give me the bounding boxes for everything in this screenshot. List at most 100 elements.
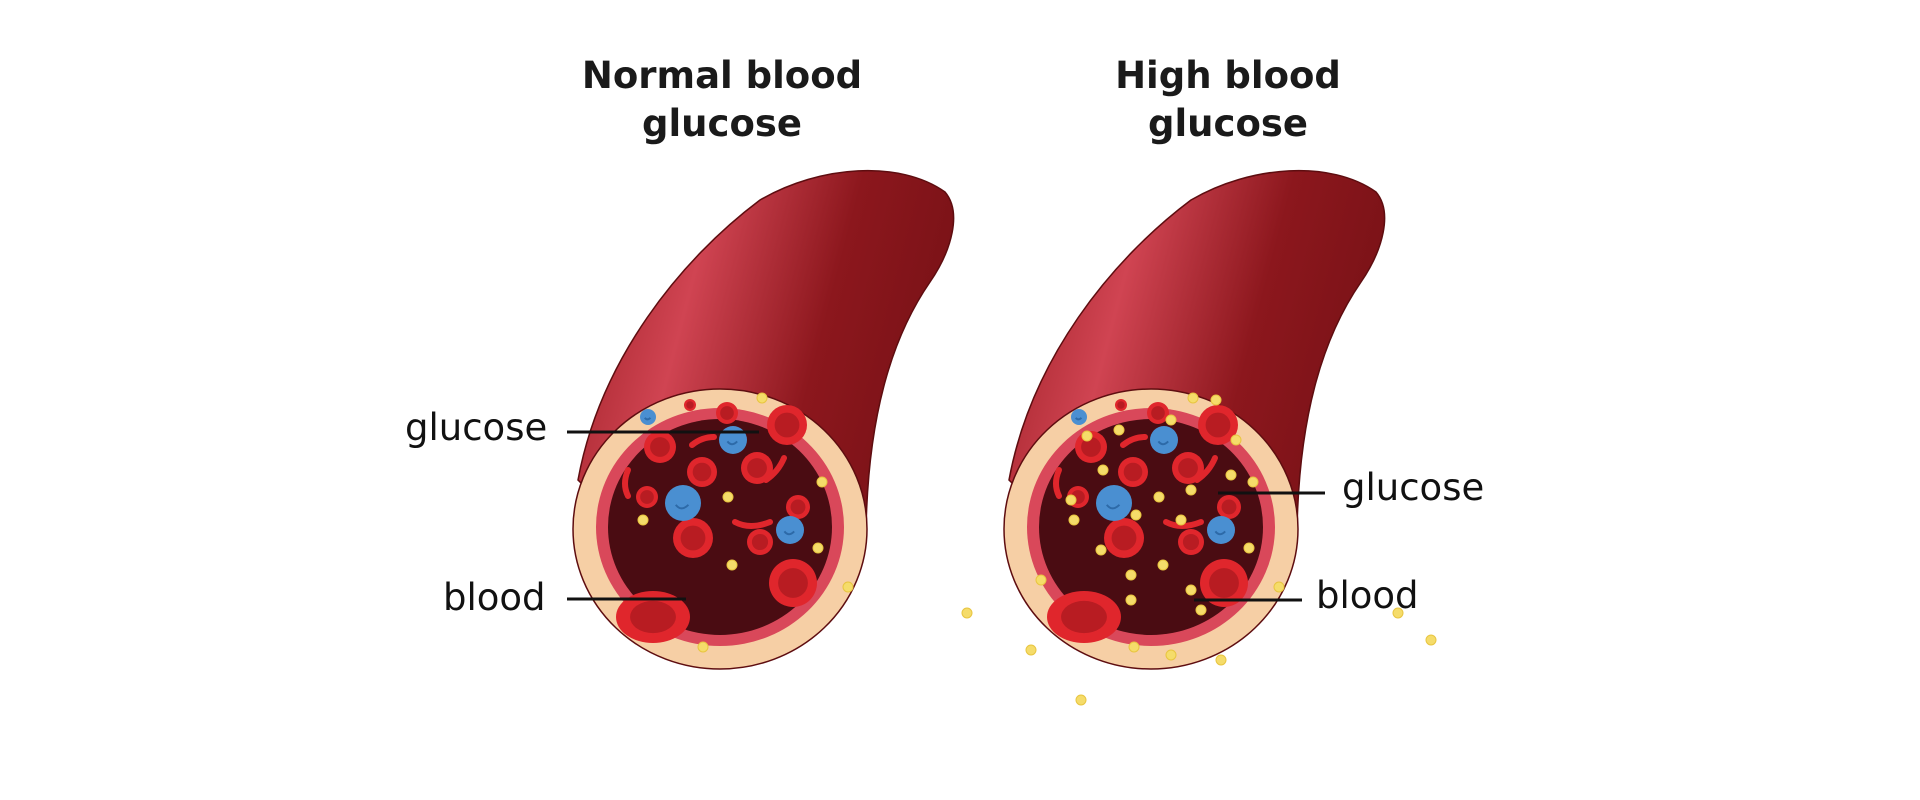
glucose-molecule [1215, 654, 1227, 666]
glucose-molecule [1065, 494, 1077, 506]
red-blood-cell-center [1182, 533, 1200, 551]
title-high-line2: glucose [1148, 102, 1308, 145]
red-blood-cell-center [1061, 600, 1107, 634]
white-blood-cell [1150, 426, 1178, 454]
red-blood-cell-side [689, 434, 717, 448]
red-blood-cell-center [1111, 525, 1137, 551]
glucose-molecule [1097, 464, 1109, 476]
white-blood-cell-nucleus [1157, 440, 1169, 446]
glucose-molecule [1095, 544, 1107, 556]
label-glucose-high: glucose [1342, 466, 1485, 509]
red-blood-cell-side [1163, 519, 1204, 529]
glucose-molecule [1075, 694, 1087, 706]
glucose-molecule [1273, 581, 1285, 593]
label-blood-high: blood [1316, 574, 1419, 617]
red-blood-cell-center [686, 401, 694, 409]
white-blood-cell [719, 426, 747, 454]
glucose-molecule [1225, 469, 1237, 481]
label-glucose-normal: glucose [405, 406, 548, 449]
glucose-molecule [816, 476, 828, 488]
red-blood-cell-side [732, 519, 773, 529]
white-blood-cell [776, 516, 804, 544]
red-blood-cell-side [1120, 434, 1148, 448]
white-blood-cell [640, 409, 656, 425]
title-normal: Normal blood glucose [522, 52, 922, 148]
red-blood-cell-side [1194, 455, 1218, 483]
glucose-molecule [1187, 392, 1199, 404]
glucose-molecule [961, 607, 973, 619]
title-normal-line2: glucose [642, 102, 802, 145]
glucose-molecule [1185, 584, 1197, 596]
glucose-molecule [1195, 604, 1207, 616]
red-blood-cell-center [630, 600, 676, 634]
red-blood-cell-side [763, 455, 787, 483]
red-blood-cell-center [680, 525, 706, 551]
glucose-molecule [726, 559, 738, 571]
glucose-molecule [842, 581, 854, 593]
vessel-high [1003, 169, 1437, 706]
white-blood-cell-nucleus [675, 504, 690, 510]
white-blood-cell-nucleus [726, 440, 738, 446]
glucose-molecule [1025, 644, 1037, 656]
white-blood-cell-nucleus [1214, 530, 1226, 536]
red-blood-cell-side [1053, 467, 1062, 499]
glucose-molecule [1035, 574, 1047, 586]
glucose-molecule [722, 491, 734, 503]
glucose-molecule [1113, 424, 1125, 436]
red-blood-cell-center [790, 499, 806, 515]
white-blood-cell [1207, 516, 1235, 544]
glucose-molecule [1165, 414, 1177, 426]
glucose-molecule [1210, 394, 1222, 406]
red-blood-cell-center [720, 406, 734, 420]
leader-lines [567, 430, 1325, 602]
red-blood-cell-center [1209, 568, 1239, 598]
glucose-molecule [1153, 491, 1165, 503]
glucose-molecule [756, 392, 768, 404]
red-blood-cell-center [1117, 401, 1125, 409]
red-blood-cell-center [1221, 499, 1237, 515]
glucose-molecule [1175, 514, 1187, 526]
red-blood-cell-center [774, 412, 800, 438]
glucose-molecule [1425, 634, 1437, 646]
red-blood-cell-center [640, 490, 654, 504]
red-blood-cell-center [747, 458, 767, 478]
glucose-molecule [637, 514, 649, 526]
red-blood-cell-center [1205, 412, 1231, 438]
vessel-normal [572, 169, 973, 670]
white-blood-cell [665, 485, 701, 521]
red-blood-cell-center [1151, 406, 1165, 420]
glucose-molecule [1081, 430, 1093, 442]
red-blood-cell-center [778, 568, 808, 598]
red-blood-cell-center [1178, 458, 1198, 478]
glucose-molecule [1128, 641, 1140, 653]
white-blood-cell-nucleus [783, 530, 795, 536]
glucose-molecule [1125, 594, 1137, 606]
glucose-molecule [1243, 542, 1255, 554]
white-blood-cell [1096, 485, 1132, 521]
white-blood-cell-nucleus [1106, 504, 1121, 510]
red-blood-cell-center [650, 437, 670, 457]
red-blood-cell-center [692, 462, 712, 482]
glucose-molecule [1068, 514, 1080, 526]
red-blood-cell-side [622, 467, 631, 499]
white-blood-cell-nucleus [644, 417, 652, 421]
red-blood-cell-center [751, 533, 769, 551]
white-blood-cell [1071, 409, 1087, 425]
glucose-molecule [697, 641, 709, 653]
glucose-molecule [812, 542, 824, 554]
glucose-molecule [1247, 476, 1259, 488]
red-blood-cell-center [1123, 462, 1143, 482]
glucose-molecule [1157, 559, 1169, 571]
title-normal-line1: Normal blood [581, 54, 863, 97]
glucose-molecule [1230, 434, 1242, 446]
red-blood-cell-center [1081, 437, 1101, 457]
label-blood-normal: blood [443, 576, 546, 619]
glucose-molecule [1130, 509, 1142, 521]
glucose-molecule [1185, 484, 1197, 496]
glucose-molecule [1165, 649, 1177, 661]
title-high: High blood glucose [1028, 52, 1428, 148]
glucose-molecule [1125, 569, 1137, 581]
glucose-molecule [1392, 607, 1404, 619]
white-blood-cell-nucleus [1075, 417, 1083, 421]
